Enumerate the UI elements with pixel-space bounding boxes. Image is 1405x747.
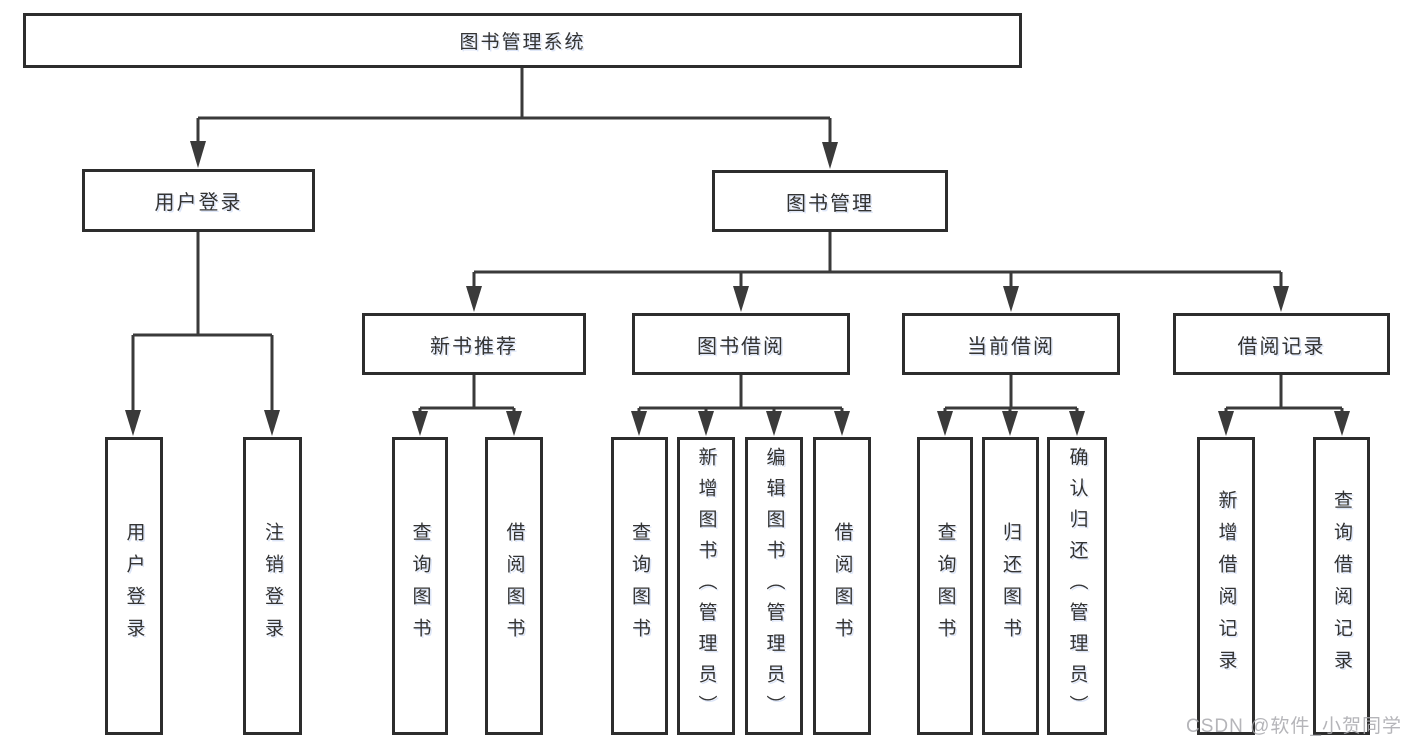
node-library-management-system: 图书管理系统: [23, 13, 1022, 68]
leaf-user-login: 用户登录: [105, 437, 163, 735]
connector-new-book-recommend-children: [418, 375, 516, 413]
node-label: 查询图书: [934, 522, 956, 650]
node-label: 新增图书（管理员）: [695, 446, 717, 726]
connector-book-management-children: [472, 232, 1283, 288]
node-current-borrow: 当前借阅: [902, 313, 1120, 375]
node-label: 图书借阅: [697, 335, 785, 358]
node-label: 借阅图书: [831, 522, 853, 650]
node-label: 归还图书: [1000, 522, 1021, 650]
node-book-management: 图书管理: [712, 170, 948, 232]
leaf-add-book-admin: 新增图书（管理员）: [677, 437, 735, 735]
node-label: 注销登录: [262, 522, 283, 650]
node-label: 图书管理: [786, 192, 874, 215]
node-label: 确认归还（管理员）: [1066, 446, 1088, 726]
node-label: 查询图书: [629, 522, 650, 650]
leaf-confirm-return-admin: 确认归还（管理员）: [1047, 437, 1107, 735]
node-label: 新增借阅记录: [1215, 490, 1237, 682]
leaf-add-borrow-record: 新增借阅记录: [1197, 437, 1255, 735]
node-label: 编辑图书（管理员）: [763, 446, 785, 726]
leaf-edit-book-admin: 编辑图书（管理员）: [745, 437, 803, 735]
connector-user-login-children: [131, 232, 274, 412]
leaf-logout: 注销登录: [243, 437, 302, 735]
node-borrow-records: 借阅记录: [1173, 313, 1390, 375]
node-label: 新书推荐: [430, 335, 518, 358]
node-label: 借阅记录: [1237, 335, 1326, 358]
leaf-query-borrow-record: 查询借阅记录: [1313, 437, 1370, 735]
connector-root-to-level2: [196, 68, 832, 144]
leaf-return-book: 归还图书: [982, 437, 1039, 735]
leaf-query-books-recommend: 查询图书: [392, 437, 448, 735]
leaf-borrow-books-borrow: 借阅图书: [813, 437, 871, 735]
connector-borrow-records-children: [1224, 375, 1344, 413]
leaf-query-books-current: 查询图书: [917, 437, 973, 735]
node-label: 图书管理系统: [459, 32, 586, 53]
arrowheads: [125, 141, 1350, 436]
leaf-borrow-books-recommend: 借阅图书: [485, 437, 543, 735]
node-user-login: 用户登录: [82, 169, 315, 232]
node-label: 用户登录: [123, 522, 145, 650]
node-label: 用户登录: [154, 192, 243, 214]
leaf-query-books-borrow: 查询图书: [611, 437, 668, 735]
csdn-watermark: CSDN @软件_小贺同学: [1186, 716, 1402, 737]
node-book-borrow: 图书借阅: [632, 313, 850, 375]
node-label: 查询借阅记录: [1331, 490, 1352, 682]
node-label: 借阅图书: [503, 522, 525, 650]
connector-current-borrow-children: [943, 375, 1079, 413]
connector-book-borrow-children: [637, 375, 844, 413]
node-label: 当前借阅: [967, 335, 1055, 358]
node-new-book-recommend: 新书推荐: [362, 313, 586, 375]
node-label: 查询图书: [409, 522, 431, 650]
